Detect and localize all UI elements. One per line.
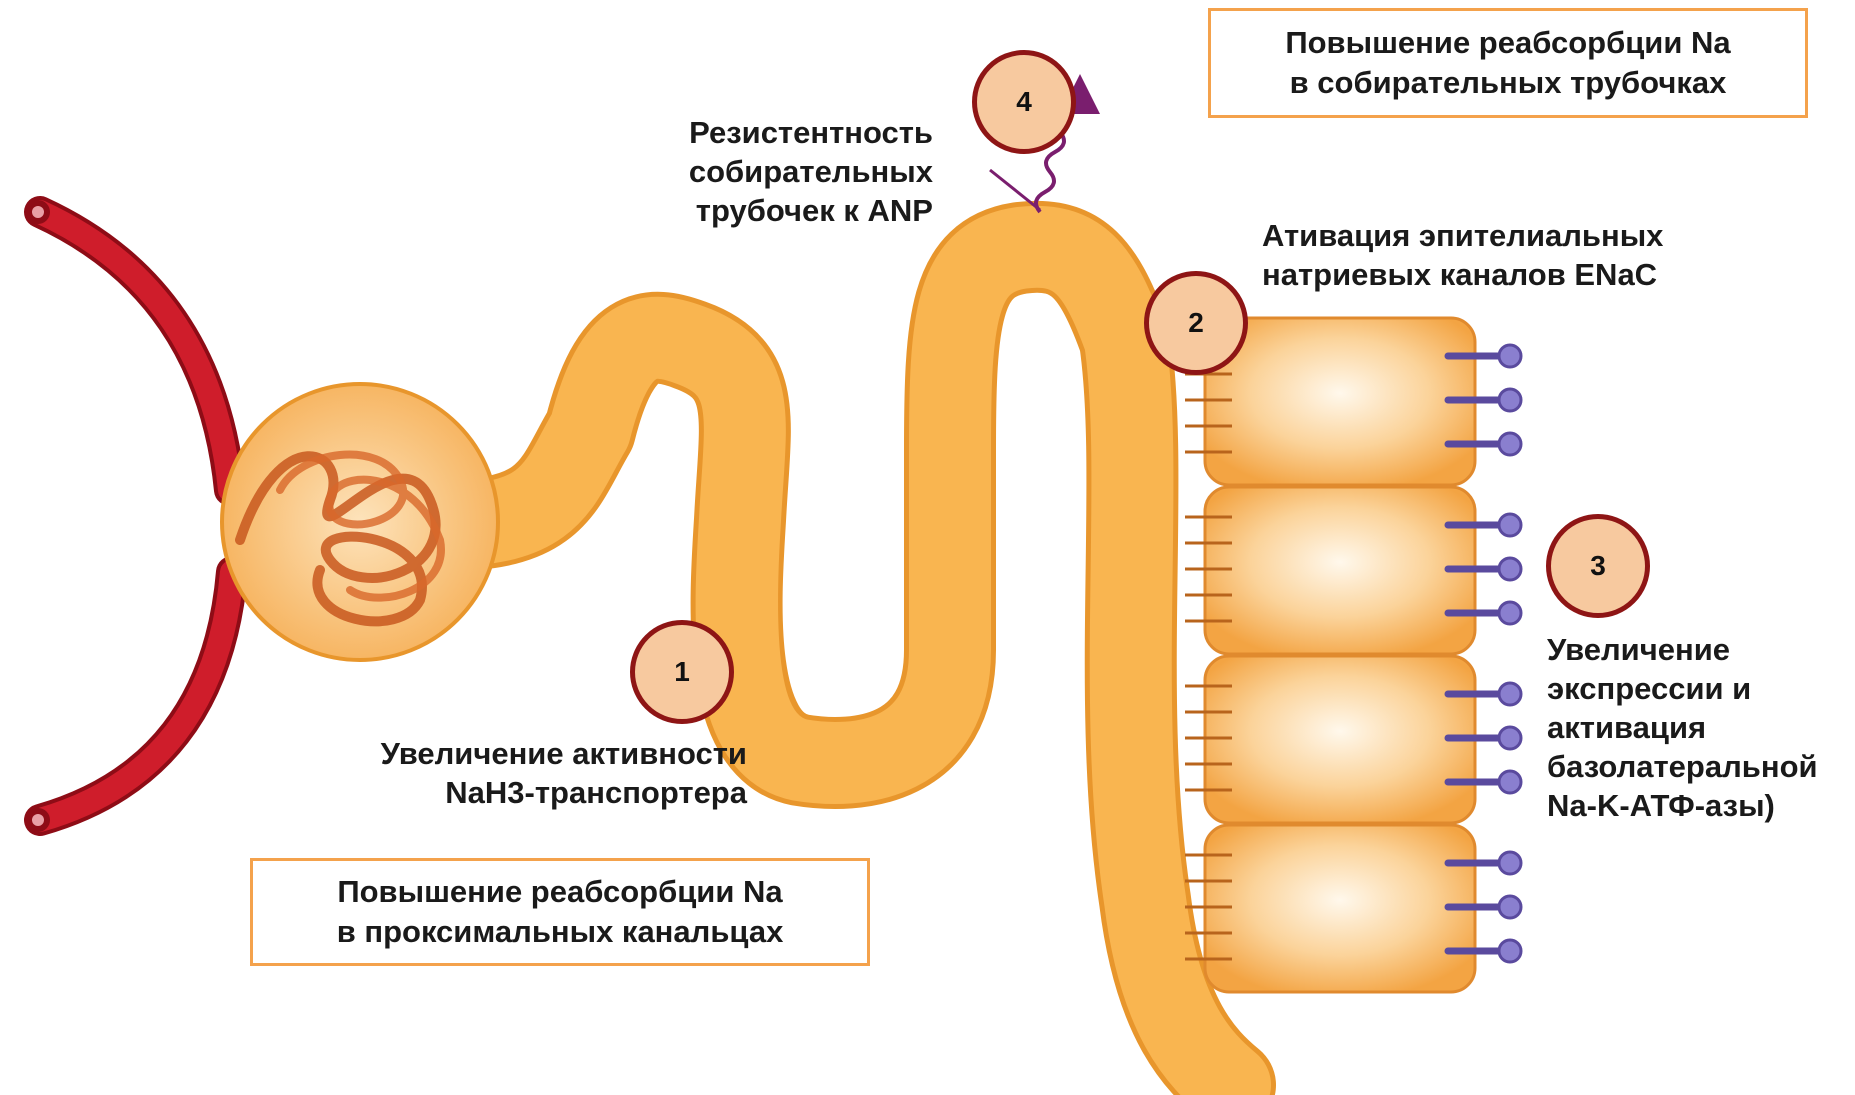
step-badge-4: 4: [972, 50, 1076, 154]
epithelial-cell: [1205, 318, 1475, 485]
epithelial-cell: [1205, 487, 1475, 654]
epithelial-cell: [1205, 825, 1475, 992]
afferent-arteriole: [26, 200, 230, 490]
epithelial-cell: [1205, 656, 1475, 823]
glomerulus: [222, 384, 498, 660]
nhe3-activity-label: Увеличение активности NaH3-транспортера: [381, 734, 747, 812]
collecting-duct-box: Повышение реабсорбции Na в собирательных…: [1208, 8, 1808, 118]
anp-resistance-label: Резистентность собирательных трубочек к …: [689, 113, 933, 230]
efferent-arteriole: [26, 572, 232, 832]
enac-activation-label: Ативация эпителиальных натриевых каналов…: [1262, 216, 1663, 294]
step-badge-3: 3: [1546, 514, 1650, 618]
step-badge-2: 2: [1144, 271, 1248, 375]
na-k-atpase-label: Увеличение экспрессии и активация базола…: [1547, 630, 1818, 825]
step-badge-1: 1: [630, 620, 734, 724]
epithelial-cells: [1205, 318, 1475, 992]
proximal-tubule-box: Повышение реабсорбции Na в проксимальных…: [250, 858, 870, 966]
